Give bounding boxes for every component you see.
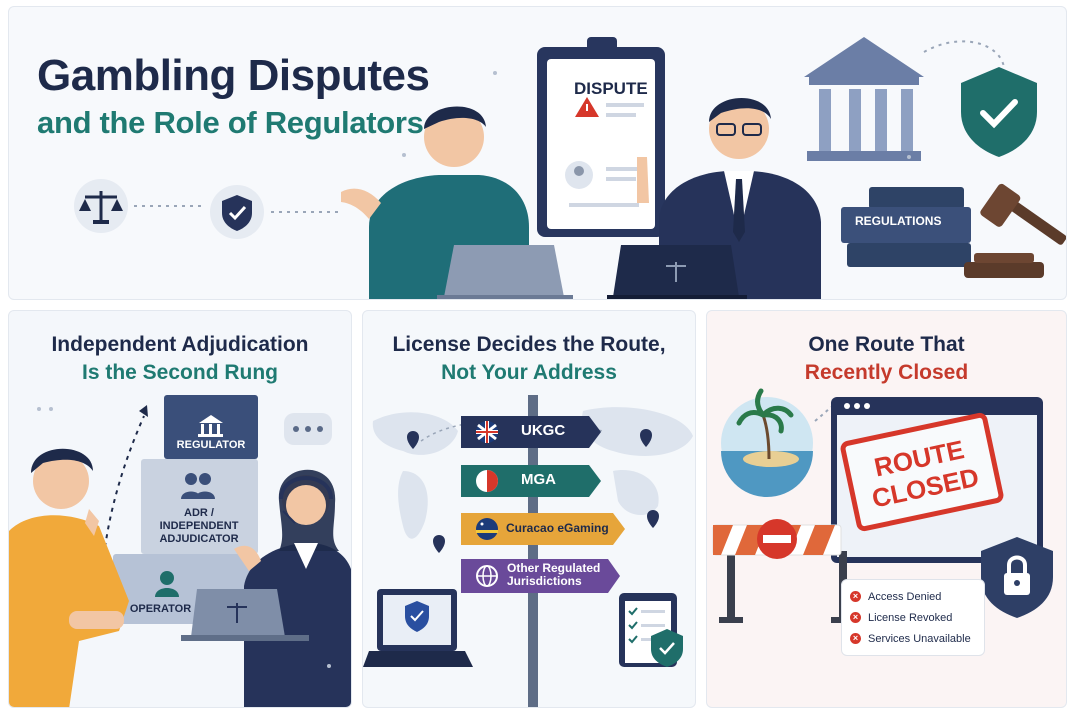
regulations-label: REGULATIONS xyxy=(855,214,942,228)
sign-curacao xyxy=(461,513,625,545)
panel-title: License Decides the Route, xyxy=(392,333,666,356)
sign-label-mga: MGA xyxy=(521,471,556,488)
lock-shield-icon xyxy=(981,537,1053,618)
uk-flag-icon xyxy=(476,421,498,443)
island-icon xyxy=(721,388,813,497)
sign-label-curacao: Curacao eGaming xyxy=(506,521,609,535)
laptop-icon xyxy=(363,589,473,667)
error-icon: × xyxy=(850,633,861,644)
panel-subtitle: Recently Closed xyxy=(804,361,969,384)
hero-panel: Gambling Disputes and the Role of Regula… xyxy=(8,6,1067,300)
adjudication-panel: Independent Adjudication Is the Second R… xyxy=(8,310,352,708)
sign-other-jurisdictions xyxy=(461,559,620,593)
panel-title: One Route That xyxy=(808,333,965,356)
escalation-ladder-illustration xyxy=(9,395,351,707)
shield-check-icon xyxy=(210,185,264,239)
sign-label-other: Other Regulated Jurisdictions xyxy=(507,561,601,588)
road-barrier-icon xyxy=(712,519,855,623)
step-regulator: REGULATOR xyxy=(176,439,246,451)
gavel-icon xyxy=(964,183,1066,278)
player-illustration xyxy=(9,448,129,707)
map-pin-icon xyxy=(640,429,652,447)
chat-bubble-icon xyxy=(284,413,332,445)
curacao-flag-icon xyxy=(476,518,498,540)
laptop-icon xyxy=(181,589,309,641)
panel-subtitle: Not Your Address xyxy=(441,361,617,384)
map-pin-icon xyxy=(647,510,659,528)
shield-check-icon xyxy=(961,67,1037,157)
map-pin-icon xyxy=(433,535,445,553)
people-icon xyxy=(181,473,215,499)
status-item: × Access Denied xyxy=(850,586,976,607)
dispute-label: DISPUTE xyxy=(574,79,648,98)
adjudicator-illustration xyxy=(234,469,351,707)
panel-subtitle: Is the Second Rung xyxy=(81,361,278,384)
error-icon: × xyxy=(850,612,861,623)
checklist-icon xyxy=(619,593,683,667)
status-item: × Services Unavailable xyxy=(850,628,976,649)
shield-check-icon xyxy=(651,629,683,667)
scales-icon xyxy=(74,179,128,233)
step-operator: OPERATOR xyxy=(129,603,192,615)
regulation-books-icon xyxy=(841,187,971,267)
status-list: × Access Denied × License Revoked × Serv… xyxy=(841,579,985,656)
malta-flag-icon xyxy=(476,470,498,492)
error-icon: × xyxy=(850,591,861,602)
world-map-icon xyxy=(372,407,693,539)
step-adr: ADR / INDEPENDENT ADJUDICATOR xyxy=(159,507,239,545)
sign-label-ukgc: UKGC xyxy=(521,422,566,439)
courthouse-icon xyxy=(804,37,924,161)
dispute-clipboard-icon xyxy=(537,37,665,237)
sign-mga xyxy=(461,465,601,497)
signpost-illustration xyxy=(363,395,693,707)
status-item: × License Revoked xyxy=(850,607,976,628)
page-subtitle: and the Role of Regulators xyxy=(37,105,424,140)
sign-ukgc xyxy=(461,416,601,448)
courthouse-icon xyxy=(198,415,223,437)
operator-icon xyxy=(155,571,179,597)
hero-illustration xyxy=(74,37,1066,299)
map-pin-icon xyxy=(407,431,419,449)
license-route-panel: License Decides the Route, Not Your Addr… xyxy=(362,310,696,708)
globe-icon xyxy=(476,565,498,587)
panel-title: Independent Adjudication xyxy=(51,333,309,356)
page-title: Gambling Disputes xyxy=(37,51,430,100)
closed-route-panel: One Route That Recently Closed xyxy=(706,310,1067,708)
laptop-icon xyxy=(437,245,573,299)
laptop-icon xyxy=(607,245,747,299)
